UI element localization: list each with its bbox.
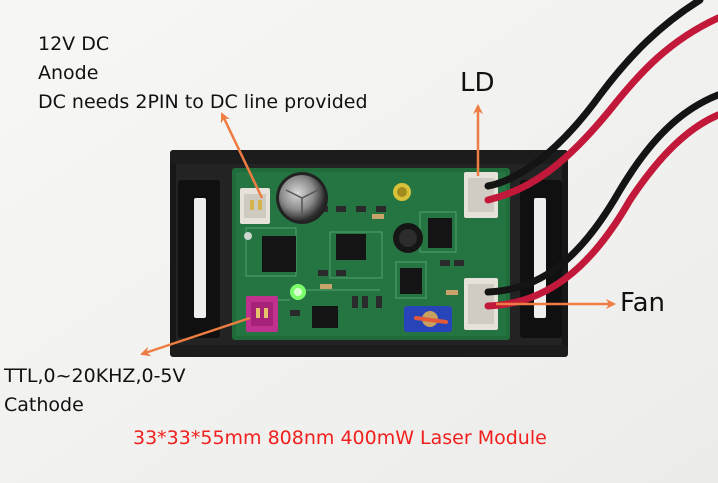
ttl-input-annotation: TTL,0~20KHZ,0-5V Cathode bbox=[4, 362, 186, 420]
ttl-spec-label: TTL,0~20KHZ,0-5V bbox=[4, 365, 186, 387]
dc-voltage-label: 12V DC bbox=[38, 33, 110, 55]
dc-input-connector bbox=[240, 188, 270, 224]
ttl-cathode-label: Cathode bbox=[4, 394, 84, 416]
ld-connector bbox=[464, 172, 498, 218]
fan-label: Fan bbox=[620, 288, 665, 318]
ld-wires bbox=[484, 0, 718, 204]
annotation-arrows bbox=[140, 104, 616, 357]
dc-anode-label: Anode bbox=[38, 62, 99, 84]
fan-wires bbox=[484, 91, 718, 310]
ld-label: LD bbox=[460, 68, 495, 98]
dc-note-label: DC needs 2PIN to DC line provided bbox=[38, 91, 368, 113]
dc-input-annotation: 12V DC Anode DC needs 2PIN to DC line pr… bbox=[38, 30, 368, 117]
arrow-to-dc-connector bbox=[220, 112, 264, 199]
ttl-connector bbox=[246, 296, 278, 332]
driver-pcb bbox=[232, 168, 510, 340]
product-caption: 33*33*55mm 808nm 400mW Laser Module bbox=[133, 427, 547, 449]
arrow-to-ttl-connector bbox=[140, 316, 251, 357]
